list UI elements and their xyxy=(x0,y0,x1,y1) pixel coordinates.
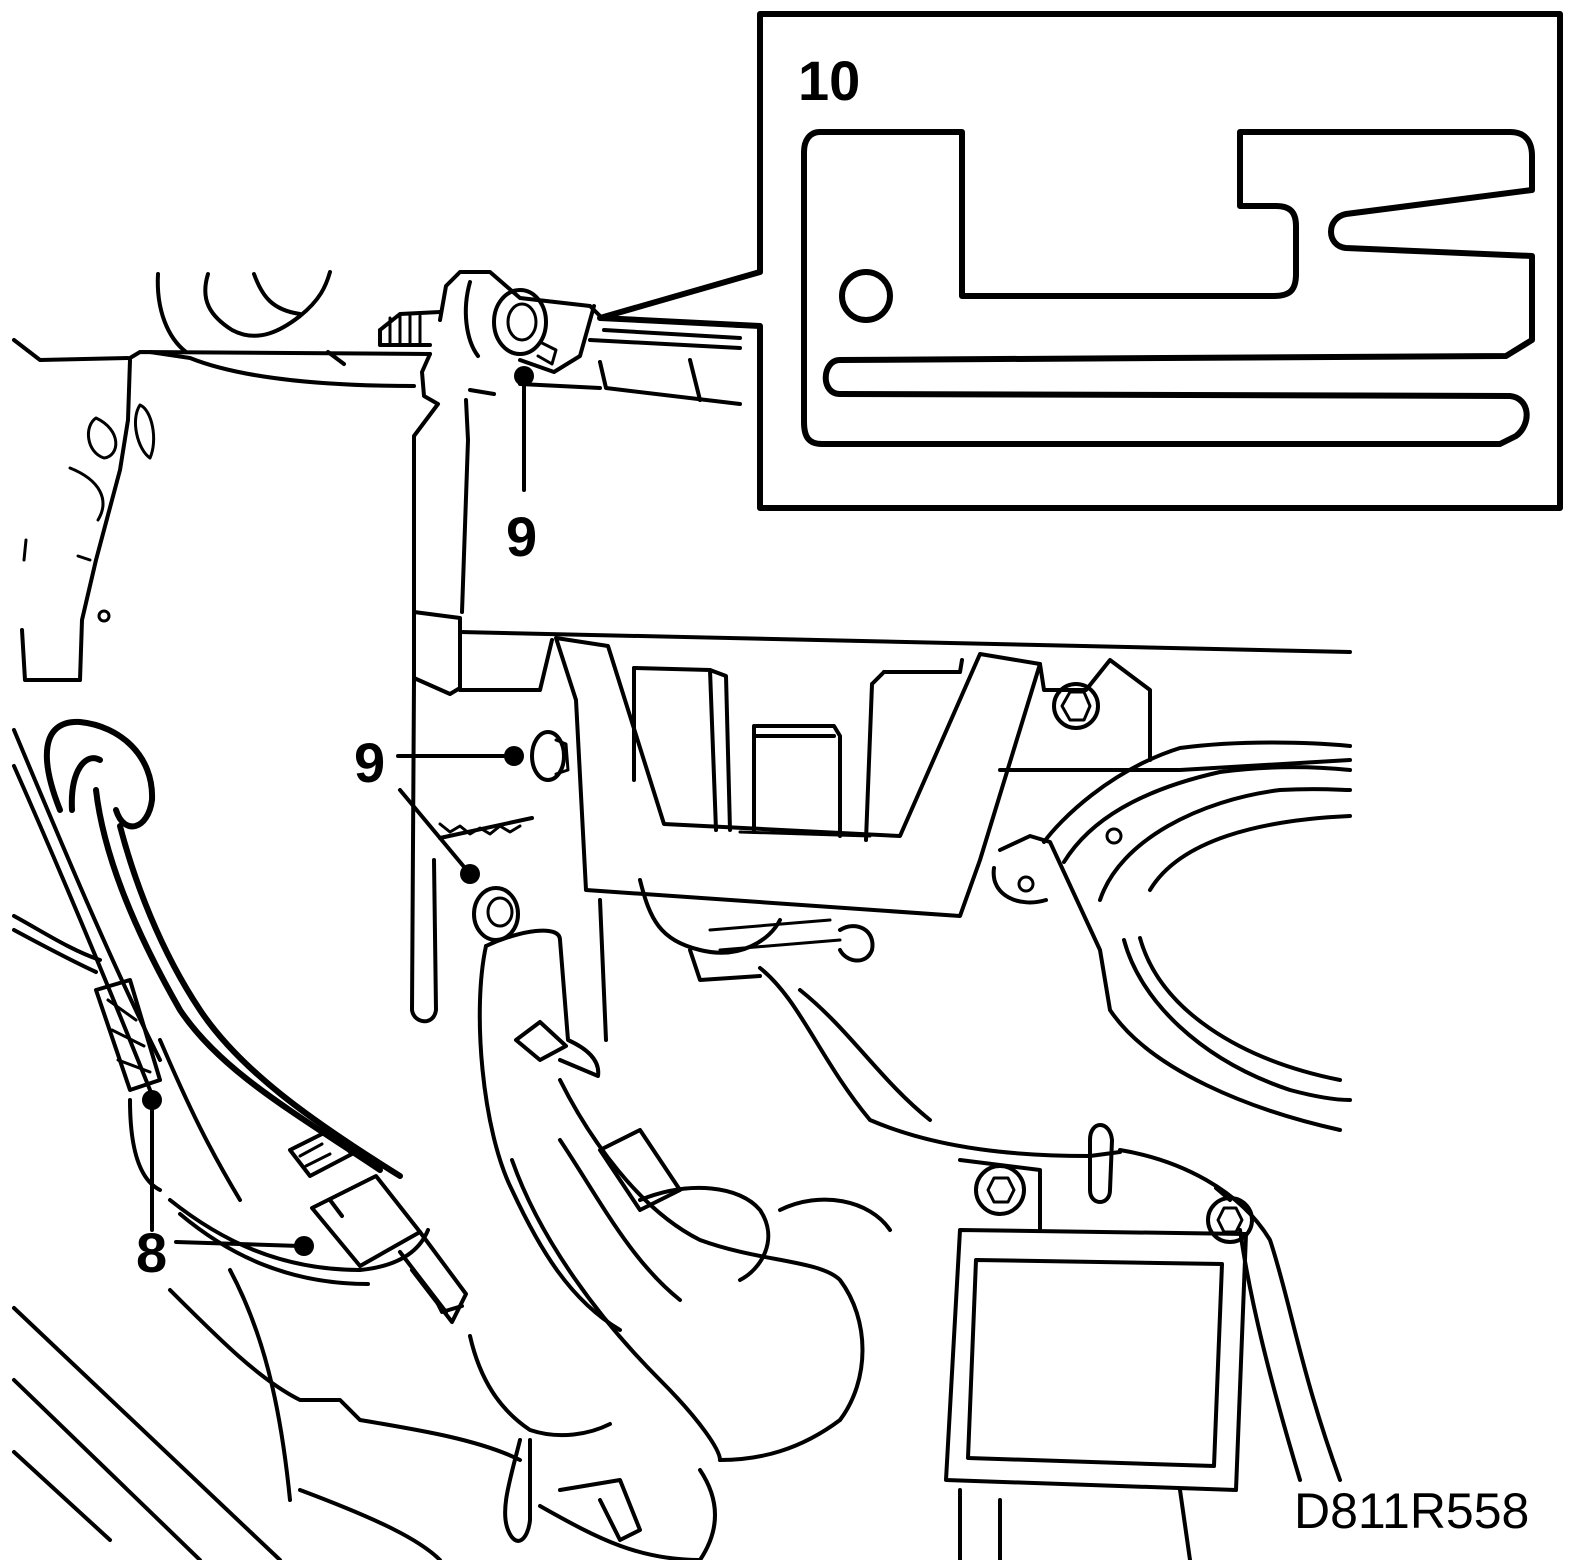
figure-code: D811R558 xyxy=(1294,1483,1529,1539)
callout-leaders xyxy=(142,366,534,1256)
middle-bolts xyxy=(472,730,570,942)
connector-lower-leader-dot xyxy=(294,1236,314,1256)
upper-bolt-callout-number: 9 xyxy=(506,505,537,568)
connector-upper-leader-dot xyxy=(142,1090,162,1110)
middle-bolt-callout-number: 9 xyxy=(354,731,385,794)
bottom-chassis xyxy=(12,1268,1192,1560)
tool-callout-number: 10 xyxy=(798,49,860,112)
control-module xyxy=(944,1158,1254,1492)
lower-bolt-leader-dot xyxy=(460,864,480,884)
tool-inset xyxy=(597,11,1563,511)
connector-callout-number: 8 xyxy=(136,1221,167,1284)
lower-hose xyxy=(477,878,1342,1482)
upper-cross-member xyxy=(148,270,742,406)
center-support xyxy=(410,352,1352,1042)
left-body-panel xyxy=(12,338,432,682)
middle-bolt-leader-dot xyxy=(504,746,524,766)
upper-bolt-leader-dot xyxy=(514,366,534,386)
upper-bolt xyxy=(492,288,558,366)
fan-shroud xyxy=(991,658,1352,1132)
relay-bracket xyxy=(554,636,1042,918)
connector xyxy=(288,1128,612,1438)
wiring-harness xyxy=(12,718,430,1286)
